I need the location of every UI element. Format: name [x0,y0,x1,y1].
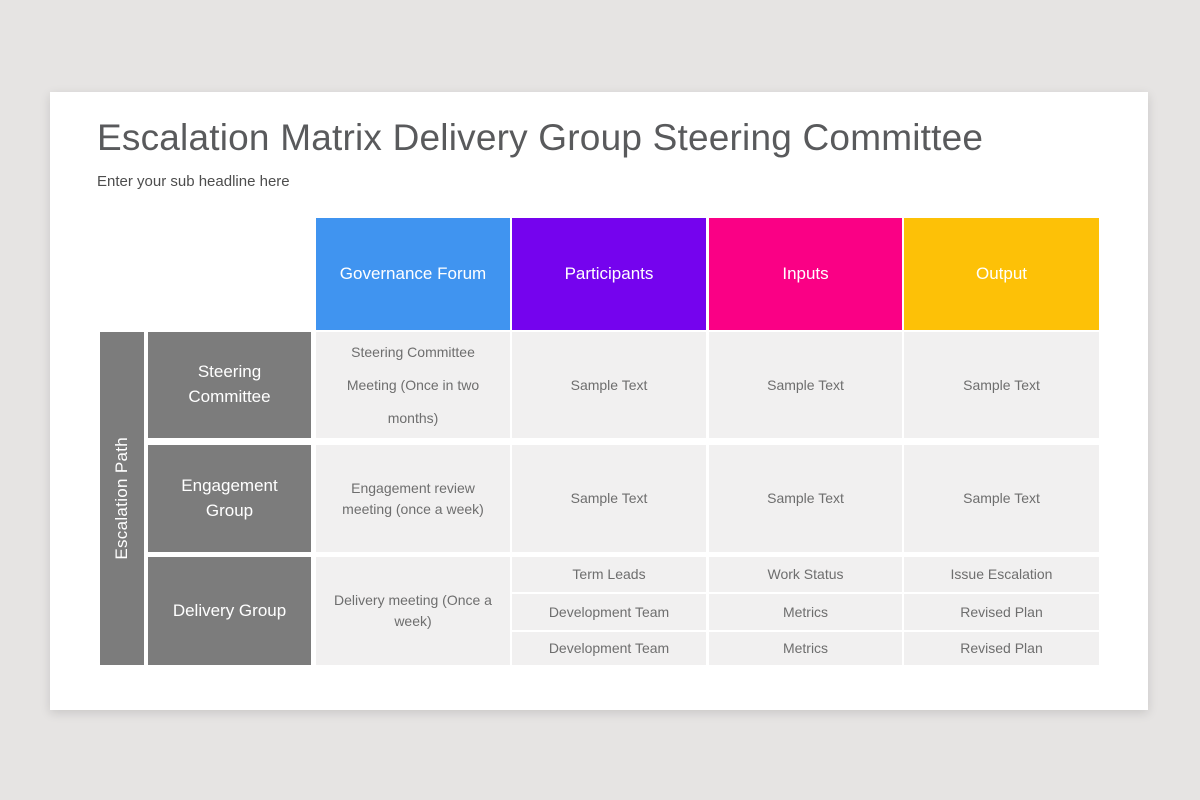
cell-engagement-participants: Sample Text [512,445,706,552]
escalation-path-bar: Escalation Path [100,332,144,665]
cell-engagement-output: Sample Text [904,445,1099,552]
cell-delivery-inputs-3: Metrics [709,632,902,665]
page-subtitle: Enter your sub headline here [97,173,290,190]
cell-delivery-inputs-2: Metrics [709,594,902,630]
cell-steering-output: Sample Text [904,332,1099,438]
column-header-output: Output [904,218,1099,330]
column-header-inputs: Inputs [709,218,902,330]
escalation-matrix-table: Governance Forum Participants Inputs Out… [100,218,1099,665]
cell-delivery-participants-3: Development Team [512,632,706,665]
cell-delivery-output-2: Revised Plan [904,594,1099,630]
row-header-delivery-group: Delivery Group [148,557,311,665]
cell-delivery-inputs-1: Work Status [709,557,902,592]
cell-steering-participants: Sample Text [512,332,706,438]
column-header-participants: Participants [512,218,706,330]
cell-steering-governance: Steering Committee Meeting (Once in two … [316,332,510,438]
page-title: Escalation Matrix Delivery Group Steerin… [97,117,984,158]
cell-delivery-output-3: Revised Plan [904,632,1099,665]
cell-delivery-participants-1: Term Leads [512,557,706,592]
escalation-path-label: Escalation Path [112,437,131,560]
row-header-engagement-group: Engagement Group [148,445,311,552]
cell-delivery-governance: Delivery meeting (Once a week) [316,557,510,665]
cell-engagement-inputs: Sample Text [709,445,902,552]
column-header-governance-forum: Governance Forum [316,218,510,330]
cell-steering-inputs: Sample Text [709,332,902,438]
slide-canvas: Escalation Matrix Delivery Group Steerin… [50,92,1148,710]
cell-delivery-participants-2: Development Team [512,594,706,630]
cell-delivery-output-1: Issue Escalation [904,557,1099,592]
cell-engagement-governance: Engagement review meeting (once a week) [316,445,510,552]
row-header-steering-committee: Steering Committee [148,332,311,438]
